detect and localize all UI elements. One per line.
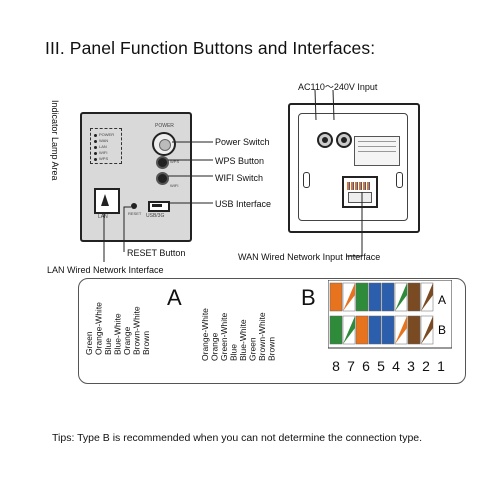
reset-button[interactable] bbox=[131, 203, 137, 209]
power-mark: POWER bbox=[155, 123, 174, 129]
wps-button[interactable] bbox=[156, 156, 169, 169]
reset-mark: RESET bbox=[128, 211, 142, 216]
pin-number: 5 bbox=[377, 358, 385, 374]
type-a-color: Brown bbox=[141, 330, 151, 355]
type-a-wire-cell bbox=[407, 282, 421, 312]
led-dot-icon bbox=[94, 145, 97, 149]
led-power: POWER bbox=[94, 132, 114, 138]
type-b-wire-cell bbox=[407, 315, 421, 345]
tips-note: Tips: Type B is recommended when you can… bbox=[52, 432, 423, 444]
indicator-lamp-area-label: Indicator Lamp Area bbox=[50, 100, 60, 181]
type-a-wire-cell bbox=[368, 282, 382, 312]
led-wps: WPS bbox=[94, 156, 114, 162]
pin-number: 8 bbox=[332, 358, 340, 374]
reset-button-label: RESET Button bbox=[127, 248, 186, 258]
led-lan: LAN bbox=[94, 144, 114, 150]
indicator-lamp-area: POWER WAN LAN WIFI WPS bbox=[90, 128, 122, 164]
rating-label-sticker bbox=[354, 136, 400, 166]
led-label: WPS bbox=[99, 156, 109, 161]
wan-port-cavity bbox=[348, 192, 372, 203]
connector-mark-b: B bbox=[438, 323, 446, 337]
type-b-wire-stripe bbox=[395, 316, 407, 344]
lan-port[interactable] bbox=[94, 188, 120, 214]
mount-slot-left bbox=[303, 172, 310, 188]
led-wifi: WIFI bbox=[94, 150, 114, 156]
wan-port[interactable] bbox=[342, 176, 378, 208]
led-dot-icon bbox=[94, 139, 97, 143]
type-b-color: Brown bbox=[266, 336, 277, 361]
wire-cells bbox=[329, 282, 434, 345]
type-a-wire-stripe bbox=[421, 283, 433, 311]
pin-number: 6 bbox=[362, 358, 370, 374]
power-switch-knob-icon bbox=[159, 139, 171, 151]
page-title: III. Panel Function Buttons and Interfac… bbox=[45, 38, 376, 58]
wifi-switch[interactable] bbox=[156, 172, 169, 185]
type-a-color-list: Green Orange-White Blue Blue-White Orang… bbox=[84, 285, 152, 355]
usb-port-icon bbox=[152, 204, 162, 207]
led-dot-icon bbox=[94, 133, 97, 137]
ac-input-label: AC110～240V Input bbox=[298, 82, 378, 92]
led-label: WAN bbox=[99, 138, 109, 143]
led-label: LAN bbox=[99, 144, 107, 149]
type-b-wire-stripe bbox=[343, 316, 355, 344]
led-dot-icon bbox=[94, 151, 97, 155]
sticker-line bbox=[358, 146, 396, 147]
type-b-wire-cell bbox=[368, 315, 382, 345]
pin-number: 4 bbox=[392, 358, 400, 374]
screw-icon bbox=[322, 137, 328, 143]
type-b-wire-cell bbox=[355, 315, 369, 345]
type-b-letter: B bbox=[301, 285, 316, 310]
usb-interface-label: USB Interface bbox=[215, 199, 272, 209]
power-switch[interactable] bbox=[152, 132, 176, 156]
sticker-line bbox=[358, 151, 396, 152]
wps-button-label: WPS Button bbox=[215, 156, 265, 166]
wps-mark: WPS bbox=[170, 159, 180, 164]
lan-mark: LAN bbox=[98, 214, 108, 220]
usb-port[interactable] bbox=[148, 201, 170, 212]
rear-panel bbox=[288, 103, 420, 233]
power-switch-label: Power Switch bbox=[215, 137, 270, 147]
wifi-switch-label: WIFI Switch bbox=[215, 173, 264, 183]
led-dot-icon bbox=[94, 157, 97, 161]
front-panel: POWER WAN LAN WIFI WPS POWER WPS bbox=[80, 112, 192, 242]
sticker-line bbox=[358, 141, 396, 142]
type-b-wire-stripe bbox=[421, 316, 433, 344]
wan-interface-label: WAN Wired Network Input Interface bbox=[238, 252, 381, 262]
lan-interface-label: LAN Wired Network Interface bbox=[47, 265, 164, 275]
ac-terminal-left[interactable] bbox=[317, 132, 333, 148]
pin-number: 3 bbox=[407, 358, 415, 374]
wan-port-contacts bbox=[347, 182, 371, 190]
led-label: POWER bbox=[99, 132, 115, 137]
mount-slot-right bbox=[396, 172, 403, 188]
type-a-wire-cell bbox=[329, 282, 343, 312]
type-a-wire-cell bbox=[355, 282, 369, 312]
connector-color-diagram: A B bbox=[328, 280, 452, 349]
pin-number: 7 bbox=[347, 358, 355, 374]
rear-inner-frame bbox=[298, 113, 408, 221]
wifi-mark: WIFI bbox=[170, 183, 179, 188]
type-a-letter: A bbox=[167, 285, 182, 310]
ac-terminal-right[interactable] bbox=[336, 132, 352, 148]
type-a-wire-stripe bbox=[395, 283, 407, 311]
type-a-wire-stripe bbox=[343, 283, 355, 311]
screw-icon bbox=[341, 137, 347, 143]
type-b-color-list: Orange-White Orange Green-White Blue Blu… bbox=[200, 285, 277, 361]
type-b-wire-cell bbox=[329, 315, 343, 345]
led-wan: WAN bbox=[94, 138, 114, 144]
type-b-wire-cell bbox=[381, 315, 395, 345]
led-list: POWER WAN LAN WIFI WPS bbox=[94, 132, 114, 162]
lan-port-icon bbox=[101, 194, 109, 206]
usb-mark: USB/3G bbox=[146, 213, 165, 219]
pin-number: 2 bbox=[422, 358, 430, 374]
connector-mark-a: A bbox=[438, 293, 446, 307]
pin-number: 1 bbox=[437, 358, 445, 374]
led-label: WIFI bbox=[99, 150, 108, 155]
type-a-wire-cell bbox=[381, 282, 395, 312]
